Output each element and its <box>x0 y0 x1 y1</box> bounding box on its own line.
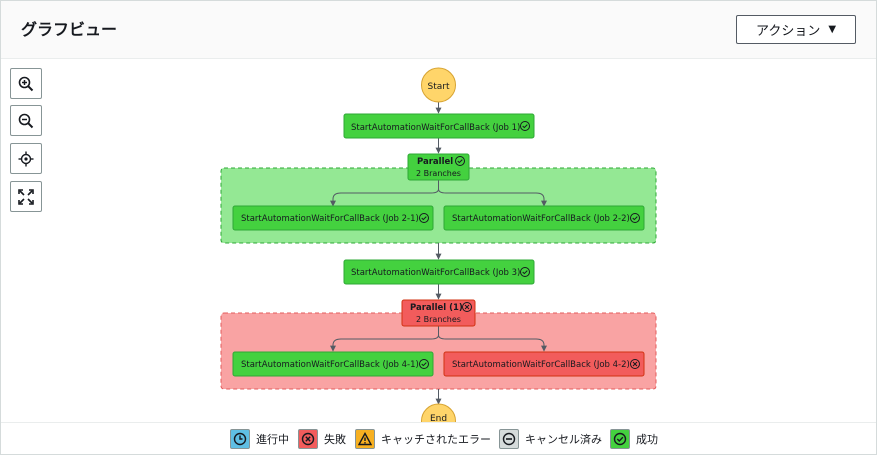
job-4-1-label: StartAutomationWaitForCallBack (Job 4-1) <box>241 360 419 370</box>
fit-screen-button[interactable] <box>10 181 42 212</box>
job-3-node[interactable]: StartAutomationWaitForCallBack (Job 3) <box>343 259 535 285</box>
legend-succeeded-label: 成功 <box>636 433 658 446</box>
warning-icon <box>355 429 375 449</box>
caret-down-icon: ▼ <box>828 24 837 35</box>
job-2-2-node[interactable]: StartAutomationWaitForCallBack (Job 2-2) <box>443 205 645 231</box>
graph-canvas[interactable]: Start StartAutomationWaitForCallBack (Jo… <box>1 59 876 422</box>
success-icon <box>520 121 530 131</box>
panel-header: グラフビュー アクション ▼ <box>1 1 876 59</box>
parallel-branches: 2 Branches <box>416 169 461 178</box>
parallel-node[interactable]: Parallel 2 Branches <box>407 153 470 181</box>
job-2-2-label: StartAutomationWaitForCallBack (Job 2-2) <box>452 214 630 224</box>
fit-screen-icon <box>18 188 34 205</box>
success-icon <box>419 359 429 369</box>
job-4-2-node[interactable]: StartAutomationWaitForCallBack (Job 4-2) <box>443 351 645 377</box>
legend-caught-error-label: キャッチされたエラー <box>381 433 491 446</box>
job-3-label: StartAutomationWaitForCallBack (Job 3) <box>351 268 520 278</box>
start-node[interactable]: Start <box>421 67 456 103</box>
legend-cancelled-label: キャンセル済み <box>525 433 602 446</box>
job-1-label: StartAutomationWaitForCallBack (Job 1) <box>351 123 520 133</box>
page-title: グラフビュー <box>21 20 118 39</box>
success-icon <box>610 429 630 449</box>
graph-edges <box>330 101 547 405</box>
success-icon <box>455 156 465 166</box>
actions-label: アクション <box>755 24 821 39</box>
legend-caught-error: キャッチされたエラー <box>355 428 491 450</box>
job-4-1-node[interactable]: StartAutomationWaitForCallBack (Job 4-1) <box>232 351 434 377</box>
legend-failed: 失敗 <box>298 428 346 450</box>
failed-icon <box>298 429 318 449</box>
job-2-1-node[interactable]: StartAutomationWaitForCallBack (Job 2-1) <box>232 205 434 231</box>
job-2-1-label: StartAutomationWaitForCallBack (Job 2-1) <box>241 214 419 224</box>
success-icon <box>520 267 530 277</box>
legend-failed-label: 失敗 <box>324 433 346 446</box>
legend-in-progress: 進行中 <box>230 428 289 450</box>
center-icon <box>18 151 34 166</box>
failed-icon <box>630 359 640 369</box>
success-icon <box>630 213 640 223</box>
zoom-out-button[interactable] <box>10 105 42 136</box>
parallel-1-node[interactable]: Parallel (1) 2 Branches <box>401 299 476 327</box>
job-1-node[interactable]: StartAutomationWaitForCallBack (Job 1) <box>343 113 535 139</box>
parallel-1-branches: 2 Branches <box>416 315 461 324</box>
cancelled-icon <box>499 429 519 449</box>
job-4-2-label: StartAutomationWaitForCallBack (Job 4-2) <box>452 360 630 370</box>
end-label: End <box>430 414 447 422</box>
zoom-out-icon <box>18 113 34 128</box>
parallel-label: Parallel <box>417 157 453 167</box>
legend-in-progress-label: 進行中 <box>256 433 289 446</box>
status-legend: 進行中 失敗 キャッチされたエラー キャンセル済み 成功 <box>1 422 876 454</box>
success-icon <box>419 213 429 223</box>
actions-dropdown-button[interactable]: アクション ▼ <box>736 15 856 44</box>
legend-cancelled: キャンセル済み <box>499 428 602 450</box>
clock-icon <box>230 429 250 449</box>
start-label: Start <box>428 82 450 92</box>
failed-icon <box>462 302 472 312</box>
zoom-in-icon <box>18 76 34 91</box>
parallel-1-label: Parallel (1) <box>410 303 463 313</box>
legend-succeeded: 成功 <box>610 428 658 450</box>
zoom-in-button[interactable] <box>10 68 42 99</box>
end-node[interactable]: End <box>421 403 456 422</box>
center-button[interactable] <box>10 143 42 174</box>
